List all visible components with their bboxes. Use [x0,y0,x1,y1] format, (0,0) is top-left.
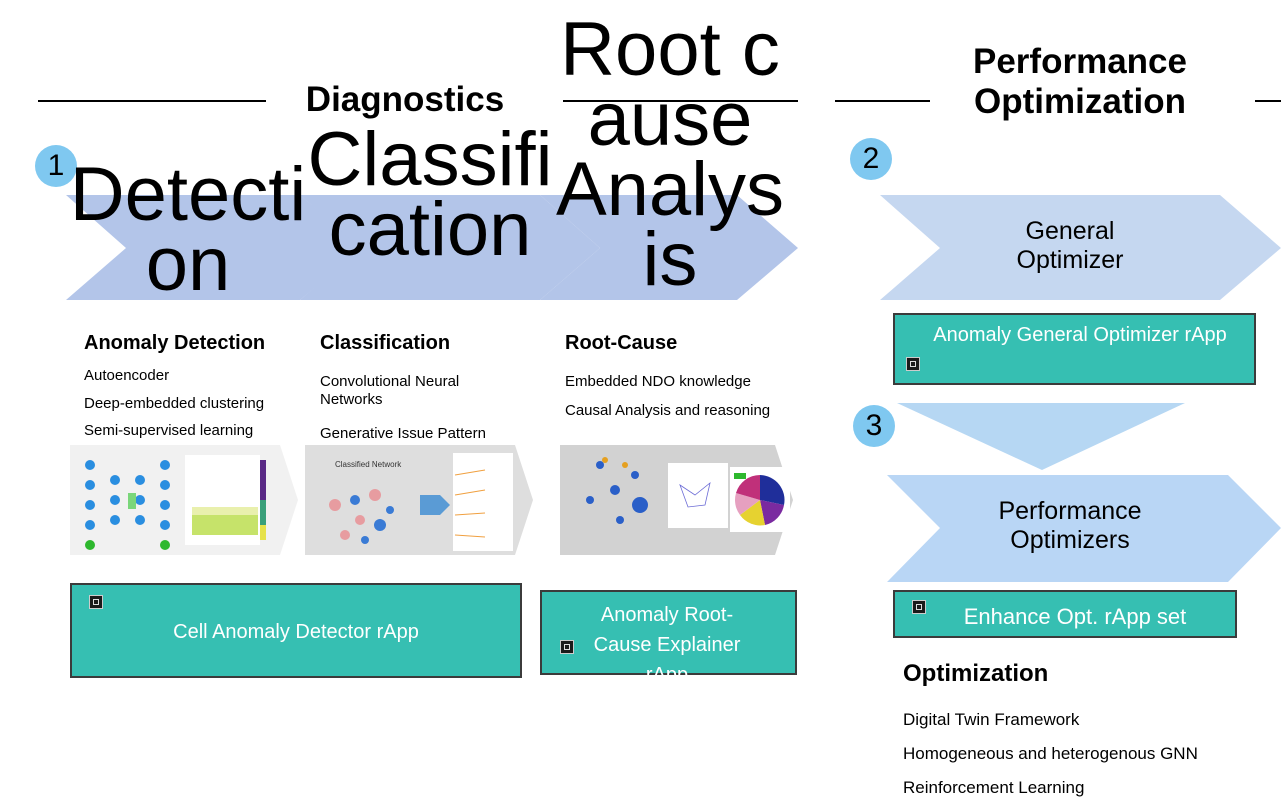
classification-label: Classification [307,117,553,272]
chevron-classification [300,195,600,300]
anomaly-item: Deep-embedded clustering [84,395,265,412]
classification-item: Generative Issue Pattern [320,425,486,442]
anomaly-item: Semi-supervised learning [84,422,254,439]
step-3-badge: 3 [853,405,895,447]
root-cause-item: Causal Analysis and reasoning [565,402,771,419]
anomaly-item: Autoencoder [84,367,170,384]
performance-rule-left [835,100,930,102]
detection-label: Detection [69,152,307,307]
cell-anomaly-detector-rapp[interactable]: Cell Anomaly Detector rApp [70,583,522,678]
enhance-opt-rapp-set[interactable]: Enhance Opt. rApp set [893,590,1237,638]
chevron-general-optimizer [880,195,1281,300]
autoencoder-figure [70,445,298,555]
general-optimizer-label: General Optimizer [1016,217,1124,274]
anomaly-detection-heading: Anomaly Detection [84,332,266,354]
performance-title: Performance Optimization [973,42,1187,121]
step-1-badge: 1 [35,145,77,187]
rapp-label: Cell Anomaly Detector rApp [173,621,419,643]
classification-heading: Classification [320,332,451,354]
chip-icon [560,640,574,654]
optimization-item: Homogeneous and heterogenous GNN [903,744,1198,763]
root-cause-graph-figure [560,445,793,555]
down-arrow [897,403,1185,470]
step-2-badge: 2 [850,138,892,180]
anomaly-general-optimizer-rapp[interactable]: Anomaly General Optimizer rApp [893,313,1256,385]
chevron-detection [66,195,362,300]
chip-icon [89,595,103,609]
root-cause-heading: Root-Cause [565,332,678,354]
chevron-performance-optimizers [887,475,1281,582]
diagnostics-title: Diagnostics [305,80,505,119]
anomaly-root-cause-explainer-rapp[interactable]: Anomaly Root-Cause Explainer rApp [540,590,797,686]
diagnostics-rule-right [563,100,798,102]
root-cause-label: Root cause Analysis [555,7,785,302]
classification-item: Convolutional Neural Networks [320,373,460,408]
rapp-label: Anomaly General Optimizer rApp [933,324,1227,346]
performance-optimizers-label: Performance Optimizers [998,497,1142,554]
chip-icon [906,357,920,371]
classified-network-label: Classified Network [335,460,402,469]
rapp-label: Enhance Opt. rApp set [963,604,1187,629]
chip-icon [912,600,926,614]
chevron-root-cause [540,195,798,300]
performance-rule-right [1255,100,1281,102]
optimization-heading: Optimization [903,660,1049,687]
root-cause-item: Embedded NDO knowledge [565,373,751,390]
optimization-item: Digital Twin Framework [903,710,1080,729]
classified-network-figure: Classified Network [305,445,533,555]
diagnostics-rule-left [38,100,266,102]
rapp-label: Anomaly Root-Cause Explainer rApp [593,604,741,686]
optimization-item: Reinforcement Learning [903,778,1085,797]
